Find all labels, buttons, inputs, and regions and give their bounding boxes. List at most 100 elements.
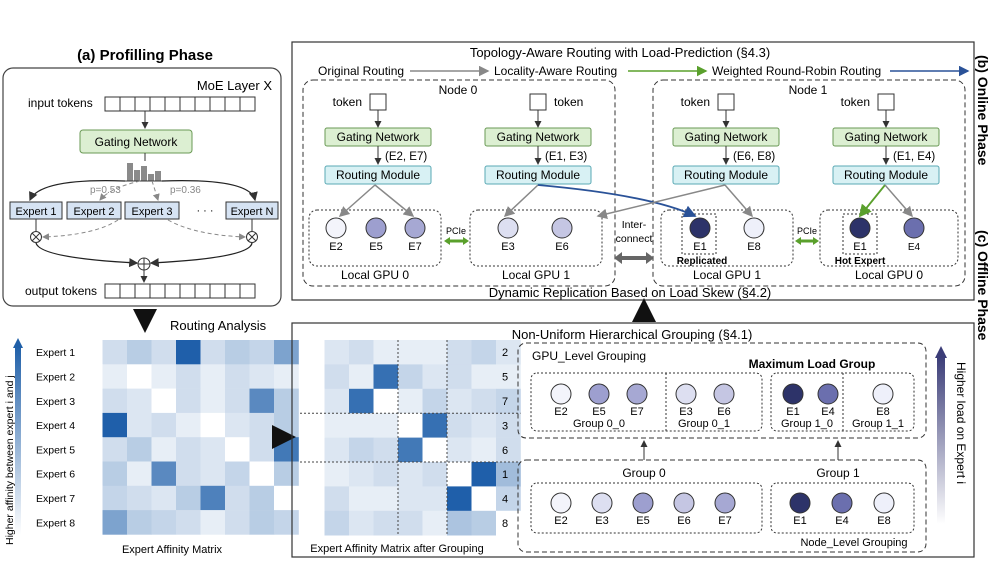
matrix-cell — [249, 340, 275, 365]
matrix-cell — [151, 510, 177, 535]
matrix-cell — [151, 364, 177, 389]
matrix-cell — [422, 510, 448, 536]
max-load-label: Maximum Load Group — [749, 357, 876, 371]
interconnect-label-2: connect — [616, 233, 653, 245]
token-box — [529, 93, 547, 111]
matrix-row-label: Expert 1 — [36, 347, 75, 359]
matrix-cell — [349, 413, 374, 438]
grouped-affinity-matrix — [300, 340, 521, 536]
matrix-row-label: 1 — [502, 469, 508, 481]
matrix-cell — [300, 364, 325, 390]
expert-label-3: Expert 3 — [132, 206, 173, 218]
matrix-cell — [324, 340, 350, 365]
matrix-cell — [274, 461, 299, 487]
route-label: (E1, E4) — [893, 151, 935, 163]
matrix-cell — [249, 437, 275, 462]
node0-box — [302, 79, 616, 287]
matrix-cell — [200, 412, 226, 438]
expert-label: E6 — [717, 406, 730, 418]
matrix-cell — [176, 364, 201, 389]
matrix-cell — [176, 461, 201, 487]
matrix-cell — [127, 388, 152, 414]
expert-label: E7 — [718, 515, 731, 527]
matrix-cell — [398, 486, 423, 512]
expert-circle-e1 — [782, 383, 804, 405]
matrix-cell — [151, 412, 177, 438]
group0-label: Group 0 — [622, 466, 666, 480]
node-group1-box — [770, 482, 915, 534]
expert-box-2 — [66, 201, 122, 220]
matrix-row-label: 6 — [502, 445, 508, 457]
matrix-cell — [471, 340, 497, 365]
expert-label: E8 — [747, 241, 760, 253]
matrix-cell — [127, 437, 152, 462]
matrix-cell — [127, 412, 152, 438]
matrix-cell — [151, 340, 177, 365]
matrix-cell — [78, 461, 103, 487]
hot-expert-label: Hot Expert — [835, 256, 886, 267]
group11-label: Group 1_1 — [852, 418, 904, 430]
matrix-cell — [471, 462, 497, 487]
matrix-cell — [496, 510, 521, 536]
routing-module-box — [672, 165, 780, 185]
matrix-cell — [447, 340, 472, 365]
route-label: (E1, E3) — [545, 151, 587, 163]
matrix-cell — [249, 510, 275, 535]
matrix-cell — [200, 364, 226, 389]
matrix-cell — [102, 340, 128, 365]
profiling-title: (a) Profilling Phase — [77, 47, 213, 64]
routing-analysis-label: Routing Analysis — [170, 318, 267, 333]
offline-title: Non-Uniform Hierarchical Grouping (§4.1) — [512, 327, 753, 342]
matrix-cell — [422, 340, 448, 365]
matrix-cell — [274, 485, 299, 511]
output-tokens-bar — [104, 283, 256, 299]
expert-circle-e4 — [831, 492, 853, 514]
load-label: Higher load on Expert i — [954, 362, 968, 484]
sum-icon — [137, 257, 151, 271]
matrix-cell — [225, 485, 250, 511]
gating-network-label: Gating Network — [497, 130, 581, 144]
matrix-cell — [471, 388, 497, 414]
expert-label: E7 — [408, 241, 421, 253]
matrix-cell — [398, 437, 423, 463]
matrix-cell — [127, 485, 152, 511]
online-phase-label: (b) Online Phase — [975, 55, 991, 166]
matrix-cell — [102, 364, 128, 389]
expert-circle-e2 — [325, 217, 347, 239]
gating-network-label: Gating Network — [845, 130, 929, 144]
legend-locality: Locality-Aware Routing — [494, 64, 617, 78]
matrix-row-label: Expert 6 — [36, 469, 75, 481]
gpu-groups-node0 — [530, 372, 763, 432]
input-tokens-label: input tokens — [28, 96, 93, 110]
gating-network-box — [79, 129, 193, 154]
node-level-label: Node_Level Grouping — [800, 537, 907, 549]
matrix-cell — [151, 388, 177, 414]
grouped-matrix-caption: Expert Affinity Matrix after Grouping — [310, 543, 483, 555]
matrix-cell — [349, 437, 374, 463]
matrix-cell — [176, 510, 201, 535]
matrix-cell — [274, 388, 299, 414]
affinity-arrow-icon — [13, 338, 23, 348]
group10-label: Group 1_0 — [781, 418, 833, 430]
matrix-cell — [349, 486, 374, 512]
gating-network-label: Gating Network — [95, 135, 179, 149]
interconnect-label-1: Inter- — [622, 219, 647, 231]
matrix-cell — [176, 437, 201, 462]
expert-circle-e3 — [591, 492, 613, 514]
matrix-cell — [373, 364, 399, 390]
moe-layer-label: MoE Layer X — [197, 78, 272, 93]
matrix-cell — [300, 413, 325, 438]
affinity-ylabel: Higher affinity between expert i and j — [4, 375, 16, 545]
matrix-cell — [324, 364, 350, 390]
expert-circle-e8 — [873, 492, 895, 514]
matrix-cell — [349, 340, 374, 365]
offline-phase-panel — [291, 322, 975, 558]
offline-phase-label: (c) Offline Phase — [975, 230, 991, 341]
matrix-cell — [78, 510, 103, 535]
expert-label: E3 — [501, 241, 514, 253]
expert-circle-e5 — [365, 217, 387, 239]
expert-circle-e6 — [713, 383, 735, 405]
expert-label: E5 — [369, 241, 382, 253]
matrix-cell — [249, 388, 275, 414]
